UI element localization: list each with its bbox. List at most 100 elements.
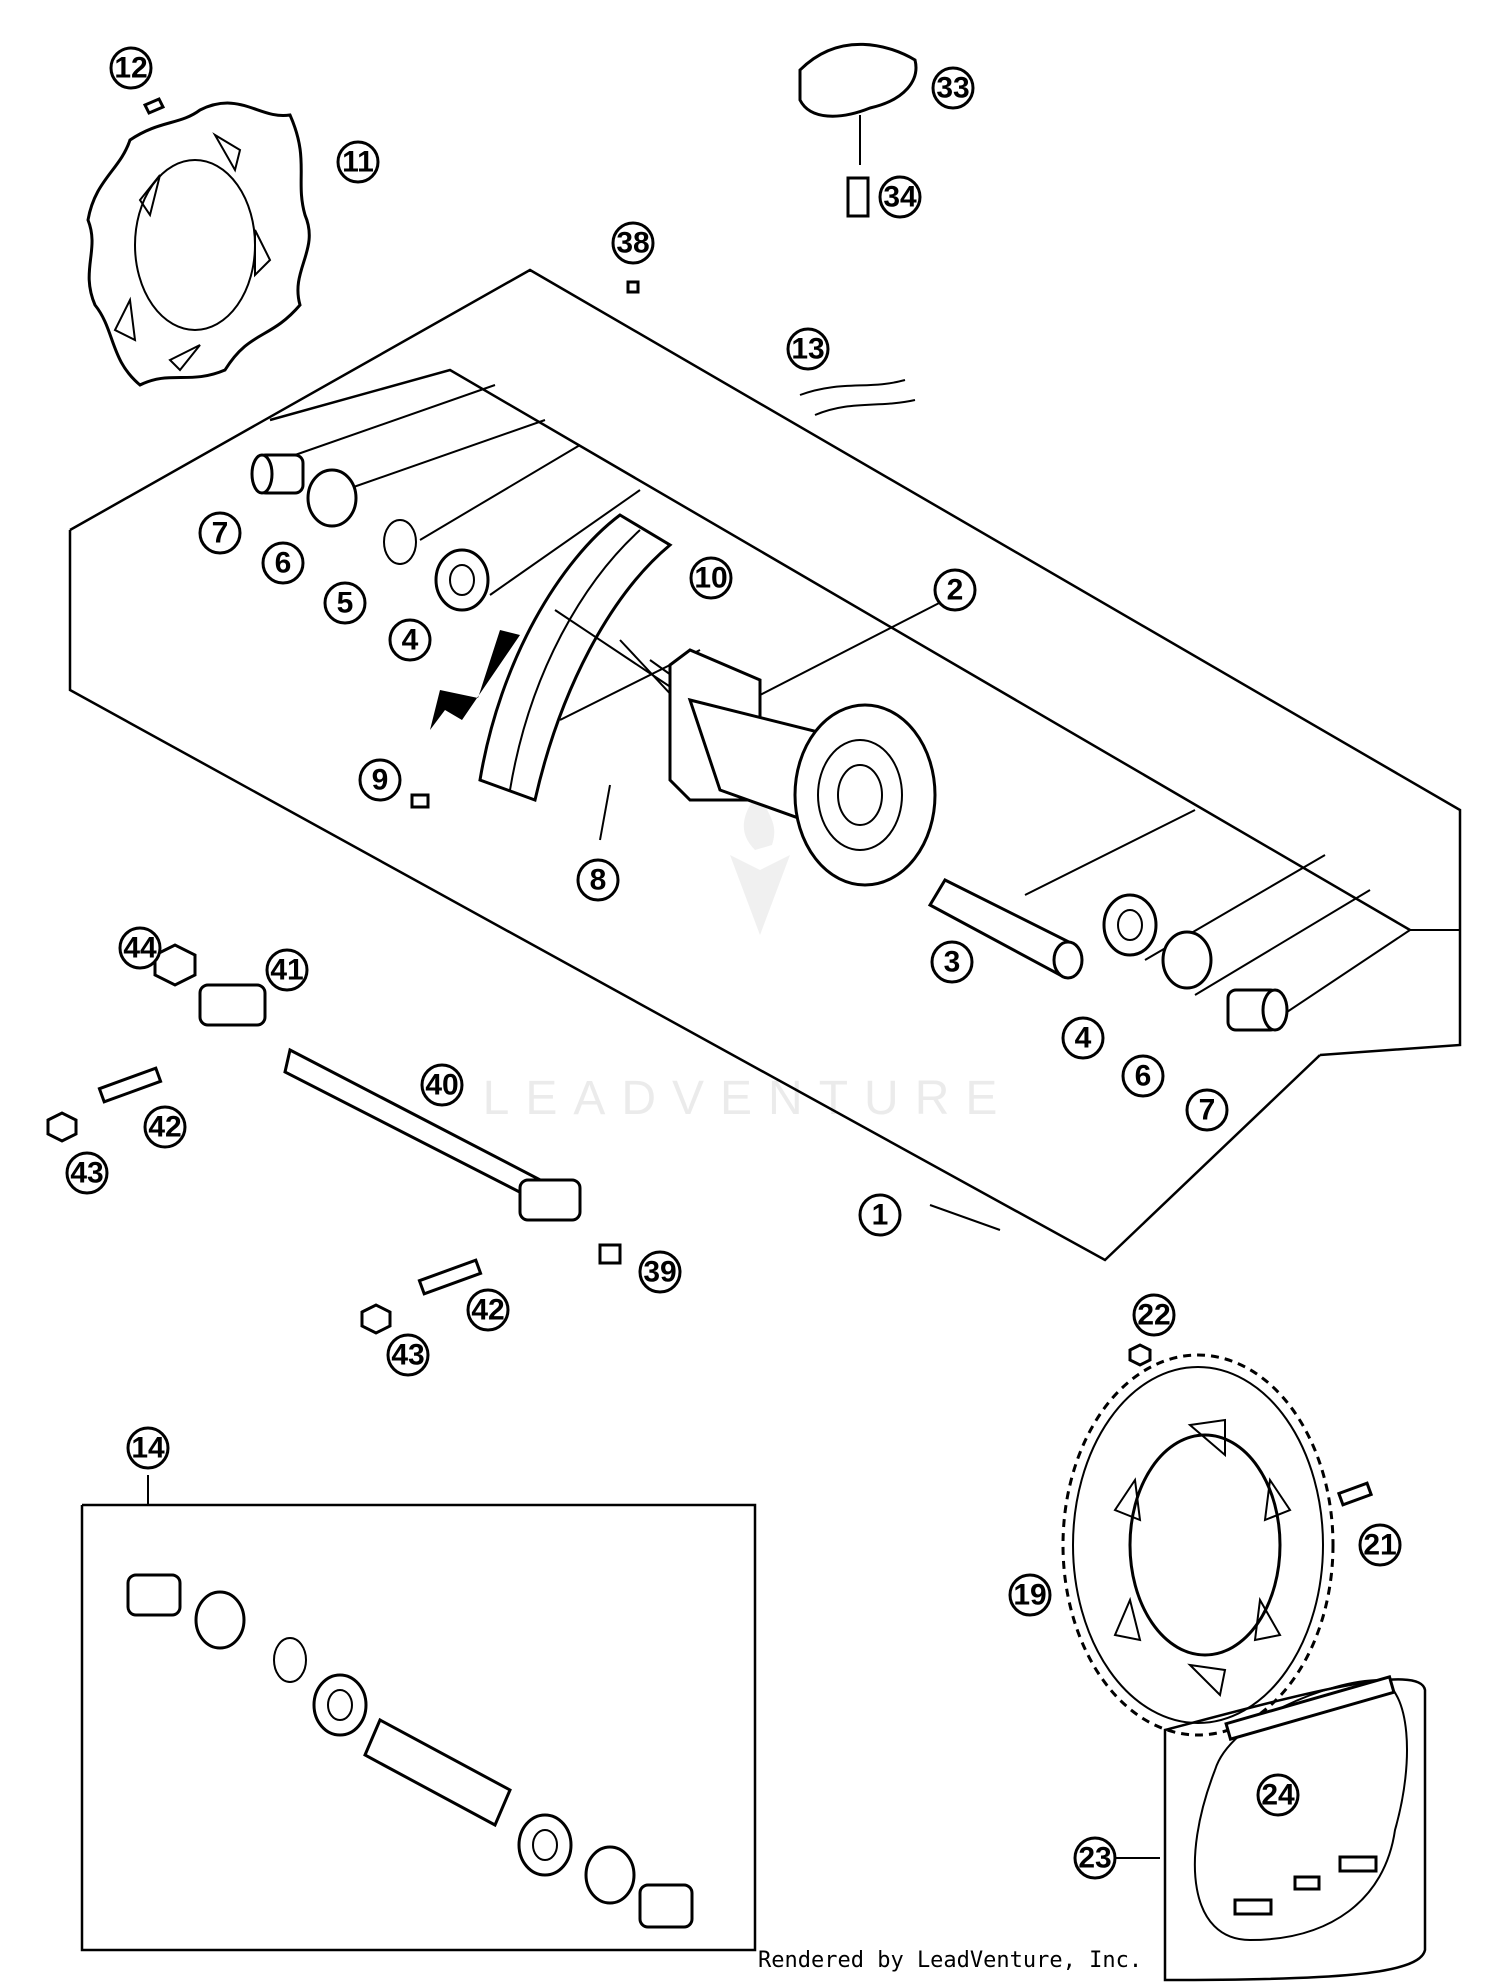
callout-4-right: 4 <box>1061 1016 1105 1060</box>
axle-screw <box>598 1243 622 1265</box>
spoke-nipple <box>410 793 430 809</box>
spacer-tube <box>927 878 1084 980</box>
sprocket-bolt <box>1336 1481 1374 1507</box>
chain-adjuster <box>198 983 267 1027</box>
callout-6-left: 6 <box>261 541 305 585</box>
svg-text:4: 4 <box>1075 1022 1092 1055</box>
svg-text:43: 43 <box>391 1339 424 1372</box>
svg-text:42: 42 <box>148 1111 181 1144</box>
lock-nut-upper <box>46 1111 78 1143</box>
callout-41: 41 <box>265 948 309 992</box>
callout-1: 1 <box>858 1193 902 1237</box>
svg-text:43: 43 <box>70 1157 103 1190</box>
callout-24: 24 <box>1256 1773 1300 1817</box>
callout-7-right: 7 <box>1185 1088 1229 1132</box>
svg-text:1: 1 <box>872 1199 889 1232</box>
rear-sprocket <box>1061 1353 1335 1737</box>
callout-42-upper: 42 <box>143 1105 187 1149</box>
sprocket-nut <box>1128 1343 1152 1367</box>
svg-text:13: 13 <box>791 333 824 366</box>
svg-text:34: 34 <box>883 181 917 214</box>
callout-3: 3 <box>930 940 974 984</box>
callout-2: 2 <box>933 568 977 612</box>
svg-text:6: 6 <box>1135 1060 1152 1093</box>
svg-text:23: 23 <box>1078 1842 1111 1875</box>
callout-43-upper: 43 <box>65 1151 109 1195</box>
svg-text:42: 42 <box>471 1294 504 1327</box>
rotation-arrow <box>430 630 520 730</box>
svg-text:22: 22 <box>1137 1299 1170 1332</box>
svg-text:11: 11 <box>342 146 374 179</box>
svg-text:40: 40 <box>425 1069 458 1102</box>
callout-6-right: 6 <box>1121 1054 1165 1098</box>
svg-text:38: 38 <box>616 227 649 260</box>
adjuster-bolt-lower <box>417 1258 483 1296</box>
svg-text:2: 2 <box>947 574 964 607</box>
svg-text:7: 7 <box>212 517 229 550</box>
callout-33: 33 <box>931 66 975 110</box>
svg-text:41: 41 <box>270 954 303 987</box>
spacer-right <box>1226 988 1289 1032</box>
svg-text:8: 8 <box>590 864 607 897</box>
svg-text:39: 39 <box>643 1256 676 1289</box>
callouts: 12 11 33 34 38 13 7 6 5 4 10 2 9 8 3 4 6… <box>65 46 1402 1880</box>
callout-39: 39 <box>638 1250 682 1294</box>
spacer-bolt <box>846 176 870 218</box>
callout-44: 44 <box>118 926 162 970</box>
bearing-right <box>1102 893 1158 957</box>
rim-tape <box>799 379 916 416</box>
callout-12: 12 <box>109 46 153 90</box>
seal-ring-left <box>306 468 358 528</box>
callout-42-lower: 42 <box>466 1288 510 1332</box>
chain-kit <box>1163 1675 1427 1982</box>
svg-text:7: 7 <box>1199 1094 1216 1127</box>
lock-nut-lower <box>360 1303 392 1335</box>
svg-text:12: 12 <box>114 52 147 85</box>
axle <box>283 1047 582 1222</box>
spacer-left <box>250 453 305 495</box>
svg-text:21: 21 <box>1363 1529 1396 1562</box>
callout-11: 11 <box>336 140 380 184</box>
callout-23: 23 <box>1073 1836 1117 1880</box>
rim <box>478 513 673 802</box>
svg-text:3: 3 <box>944 946 961 979</box>
callout-10: 10 <box>689 556 733 600</box>
callout-21: 21 <box>1358 1523 1402 1567</box>
axle-nut <box>153 943 197 987</box>
callout-5: 5 <box>323 581 367 625</box>
render-credit: Rendered by LeadVenture, Inc. <box>758 1948 1143 1973</box>
callout-9: 9 <box>358 758 402 802</box>
callout-38: 38 <box>611 221 655 265</box>
valve-cap <box>626 280 640 294</box>
callout-14: 14 <box>126 1426 170 1470</box>
adjuster-bolt-upper <box>97 1066 163 1104</box>
svg-text:44: 44 <box>123 932 157 965</box>
disc-bolt <box>142 97 166 115</box>
svg-text:14: 14 <box>131 1432 165 1465</box>
watermark-text: LEADVENTURE <box>483 1072 1014 1125</box>
svg-text:33: 33 <box>936 72 969 105</box>
svg-text:5: 5 <box>337 587 354 620</box>
bearing-left <box>434 548 490 612</box>
callout-40: 40 <box>420 1063 464 1107</box>
callout-4-left: 4 <box>388 618 432 662</box>
svg-text:10: 10 <box>694 562 727 595</box>
svg-text:9: 9 <box>372 764 389 797</box>
callout-7-left: 7 <box>198 511 242 555</box>
brake-disc <box>86 101 311 387</box>
bearing-kit-frame <box>80 1475 757 1952</box>
callout-34: 34 <box>878 175 922 219</box>
leadventure-watermark: LEADVENTURE <box>483 790 1014 1125</box>
stand-tool <box>798 42 918 165</box>
callout-13: 13 <box>786 327 830 371</box>
seal-ring-right <box>1161 930 1213 990</box>
wheel-assembly-frame <box>68 268 1462 1262</box>
svg-text:4: 4 <box>402 624 419 657</box>
svg-text:6: 6 <box>275 547 292 580</box>
svg-text:19: 19 <box>1013 1579 1046 1612</box>
callout-8: 8 <box>576 858 620 902</box>
callout-19: 19 <box>1008 1573 1052 1617</box>
callout-22: 22 <box>1132 1293 1176 1337</box>
callout-43-lower: 43 <box>386 1333 430 1377</box>
svg-text:24: 24 <box>1261 1779 1295 1812</box>
